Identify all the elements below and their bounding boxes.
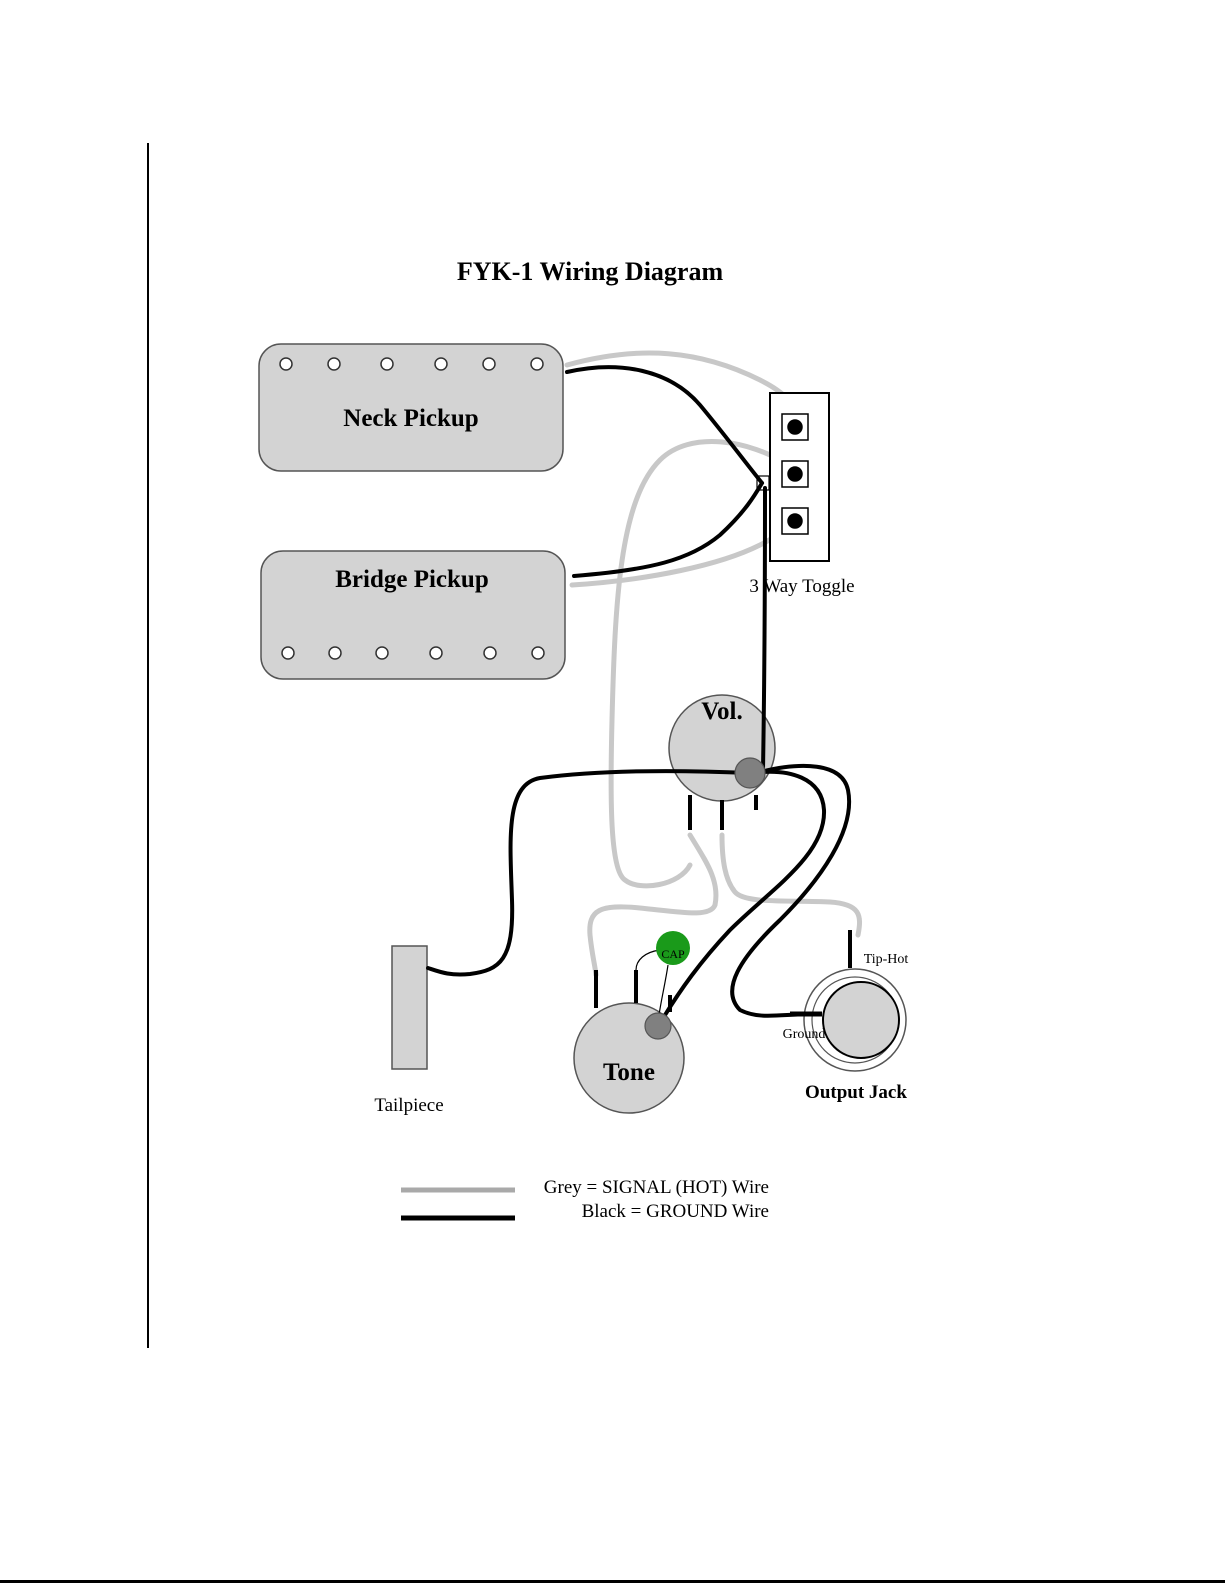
- legend: Grey = SIGNAL (HOT) Wire Black = GROUND …: [401, 1177, 769, 1222]
- legend-signal-label: Grey = SIGNAL (HOT) Wire: [544, 1177, 769, 1198]
- bridge-pickup-label: Bridge Pickup: [335, 566, 489, 593]
- output-jack-tip-label: Tip-Hot: [864, 952, 909, 967]
- toggle-to-volume-ground-wire: [763, 488, 765, 770]
- neck-ground-wire: [567, 367, 762, 483]
- capacitor-lead-left: [636, 950, 660, 970]
- output-jack-label: Output Jack: [805, 1082, 907, 1103]
- toggle-terminals: [782, 414, 808, 534]
- toggle-to-volume-signal-wire: [611, 441, 788, 885]
- tone-pot: Tone: [574, 970, 684, 1113]
- output-jack-ground-label: Ground: [783, 1027, 826, 1042]
- volume-pot-lugs: [690, 795, 756, 830]
- bridge-pickup: Bridge Pickup: [261, 551, 565, 679]
- output-jack: Tip-Hot Ground Output Jack: [783, 952, 909, 1103]
- tone-ground-lug: [645, 1013, 671, 1039]
- volume-label: Vol.: [701, 698, 742, 725]
- tailpiece-label: Tailpiece: [374, 1095, 443, 1116]
- neck-pickup: Neck Pickup: [259, 344, 563, 471]
- legend-ground-label: Black = GROUND Wire: [582, 1201, 769, 1222]
- volume-ground-lug: [735, 758, 765, 788]
- diagram-title: FYK-1 Wiring Diagram: [457, 257, 724, 286]
- neck-pickup-label: Neck Pickup: [343, 405, 478, 432]
- volume-to-tone-signal-wire: [590, 835, 716, 975]
- tone-label: Tone: [603, 1059, 655, 1086]
- bridge-ground-wire: [574, 483, 762, 576]
- capacitor-label: CAP: [661, 947, 685, 961]
